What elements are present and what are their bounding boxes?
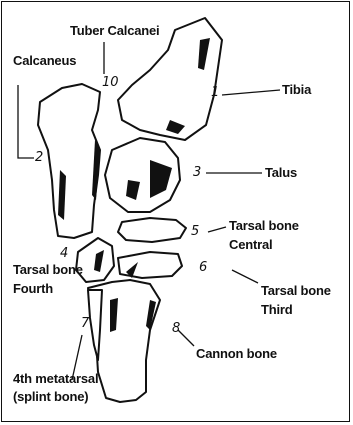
label-tuber-calcanei: Tuber Calcanei (70, 23, 159, 39)
number-calcaneus: 2 (35, 151, 43, 165)
central-tarsal-bone (118, 218, 186, 242)
calcaneus-bone (38, 84, 100, 238)
number-tuber-calcanei: 10 (102, 76, 119, 90)
number-talus: 3 (193, 166, 201, 180)
number-central-tarsal: 5 (191, 225, 199, 239)
leader-tibia (222, 90, 280, 95)
label-tarsal-fourth-1: Tarsal bone (13, 262, 83, 278)
leader-calcaneus (18, 85, 34, 158)
third-tarsal-bone (118, 252, 182, 278)
label-metatarsal-1: 4th metatarsal (13, 371, 98, 387)
number-third-tarsal: 6 (199, 261, 207, 275)
label-calcaneus: Calcaneus (13, 53, 76, 69)
label-talus: Talus (265, 165, 297, 181)
label-tibia: Tibia (282, 82, 311, 98)
label-tarsal-fourth-2: Fourth (13, 281, 53, 297)
label-tarsal-central-1: Tarsal bone (229, 218, 299, 234)
label-metatarsal-2: (splint bone) (13, 389, 88, 405)
label-tarsal-third-2: Third (261, 302, 293, 318)
number-fourth-tarsal: 4 (60, 247, 68, 261)
leader-central-tarsal (208, 227, 226, 232)
number-cannon: 8 (172, 322, 180, 336)
leader-third-tarsal (232, 270, 258, 283)
label-cannon-bone: Cannon bone (196, 346, 277, 362)
label-tarsal-central-2: Central (229, 237, 272, 253)
leader-cannon (178, 330, 194, 346)
label-tarsal-third-1: Tarsal bone (261, 283, 331, 299)
number-metatarsal: 7 (81, 317, 89, 331)
number-tibia: 1 (211, 86, 219, 100)
